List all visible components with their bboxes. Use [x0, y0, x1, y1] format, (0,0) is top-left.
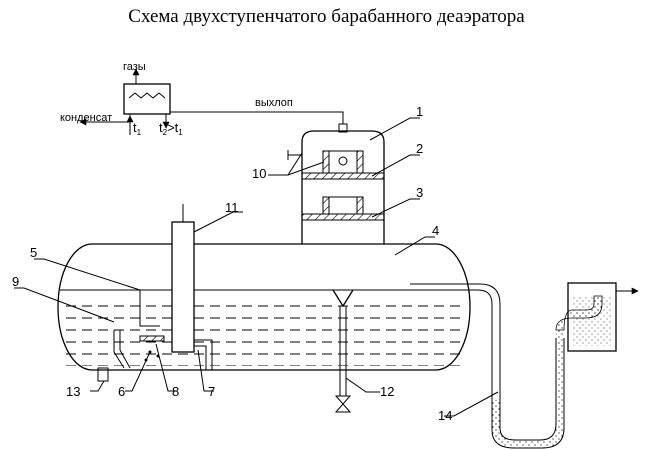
gases-label: газы [123, 61, 146, 73]
callout-11: 11 [225, 200, 239, 215]
callout-14: 14 [438, 408, 452, 423]
callout-7: 7 [208, 384, 215, 399]
callout-10: 10 [252, 166, 266, 181]
condensate-label: конденсат [60, 112, 112, 124]
vapor-cooler [79, 68, 348, 135]
callout-12: 12 [380, 384, 394, 399]
callout-5: 5 [30, 245, 37, 260]
deaeration-column [287, 130, 385, 244]
callout-4: 4 [432, 223, 439, 238]
t1-label: t1 [133, 120, 142, 137]
callout-1: 1 [416, 104, 423, 119]
callout-6: 6 [118, 384, 125, 399]
storage-drum [57, 243, 471, 371]
hydraulic-seal [410, 282, 639, 449]
callout-13: 13 [66, 384, 80, 399]
overflow-funnel [332, 289, 354, 413]
diagram-title: Схема двухступенчатого барабанного деаэр… [128, 6, 525, 27]
exhaust-label: выхлоп [255, 97, 293, 109]
heating-pipe [171, 204, 195, 353]
callout-3: 3 [416, 185, 423, 200]
callout-2: 2 [416, 141, 423, 156]
leader-lines [14, 117, 499, 417]
t2-label: t2>t1 [159, 120, 183, 137]
callout-9: 9 [12, 274, 19, 289]
callout-8: 8 [172, 384, 179, 399]
